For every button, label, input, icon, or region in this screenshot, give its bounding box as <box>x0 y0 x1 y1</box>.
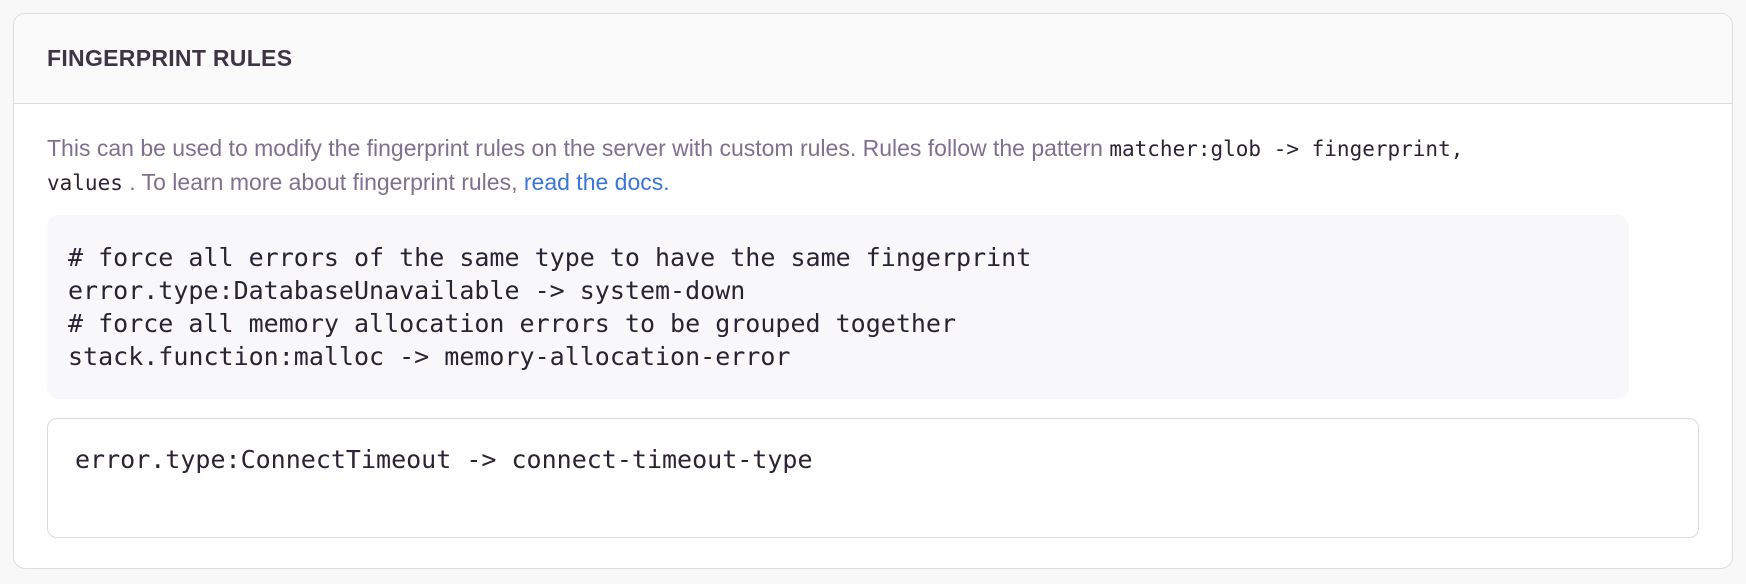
pattern-inline-code: matcher:glob -> fingerprint, <box>1109 137 1464 161</box>
description-text-end: . <box>663 169 670 195</box>
panel-body: This can be used to modify the fingerpri… <box>14 104 1732 568</box>
fingerprint-rules-input[interactable]: error.type:ConnectTimeout -> connect-tim… <box>47 418 1699 538</box>
description-text-middle: . To learn more about fingerprint rules, <box>122 169 524 195</box>
example-code-block: # force all errors of the same type to h… <box>47 215 1629 399</box>
help-description: This can be used to modify the fingerpri… <box>47 132 1699 200</box>
fingerprint-rules-panel: FINGERPRINT RULES This can be used to mo… <box>13 13 1733 569</box>
example-code-line: # force all errors of the same type to h… <box>68 243 1032 272</box>
pattern-inline-code-values: values <box>47 171 123 195</box>
read-the-docs-link[interactable]: read the docs <box>523 169 664 195</box>
panel-header: FINGERPRINT RULES <box>14 14 1732 104</box>
panel-title: FINGERPRINT RULES <box>47 45 293 71</box>
example-code-line: # force all memory allocation errors to … <box>68 309 957 338</box>
example-code-line: stack.function:malloc -> memory-allocati… <box>68 342 791 371</box>
example-code-line: error.type:DatabaseUnavailable -> system… <box>68 276 746 305</box>
description-text-lead: This can be used to modify the fingerpri… <box>47 135 1110 161</box>
